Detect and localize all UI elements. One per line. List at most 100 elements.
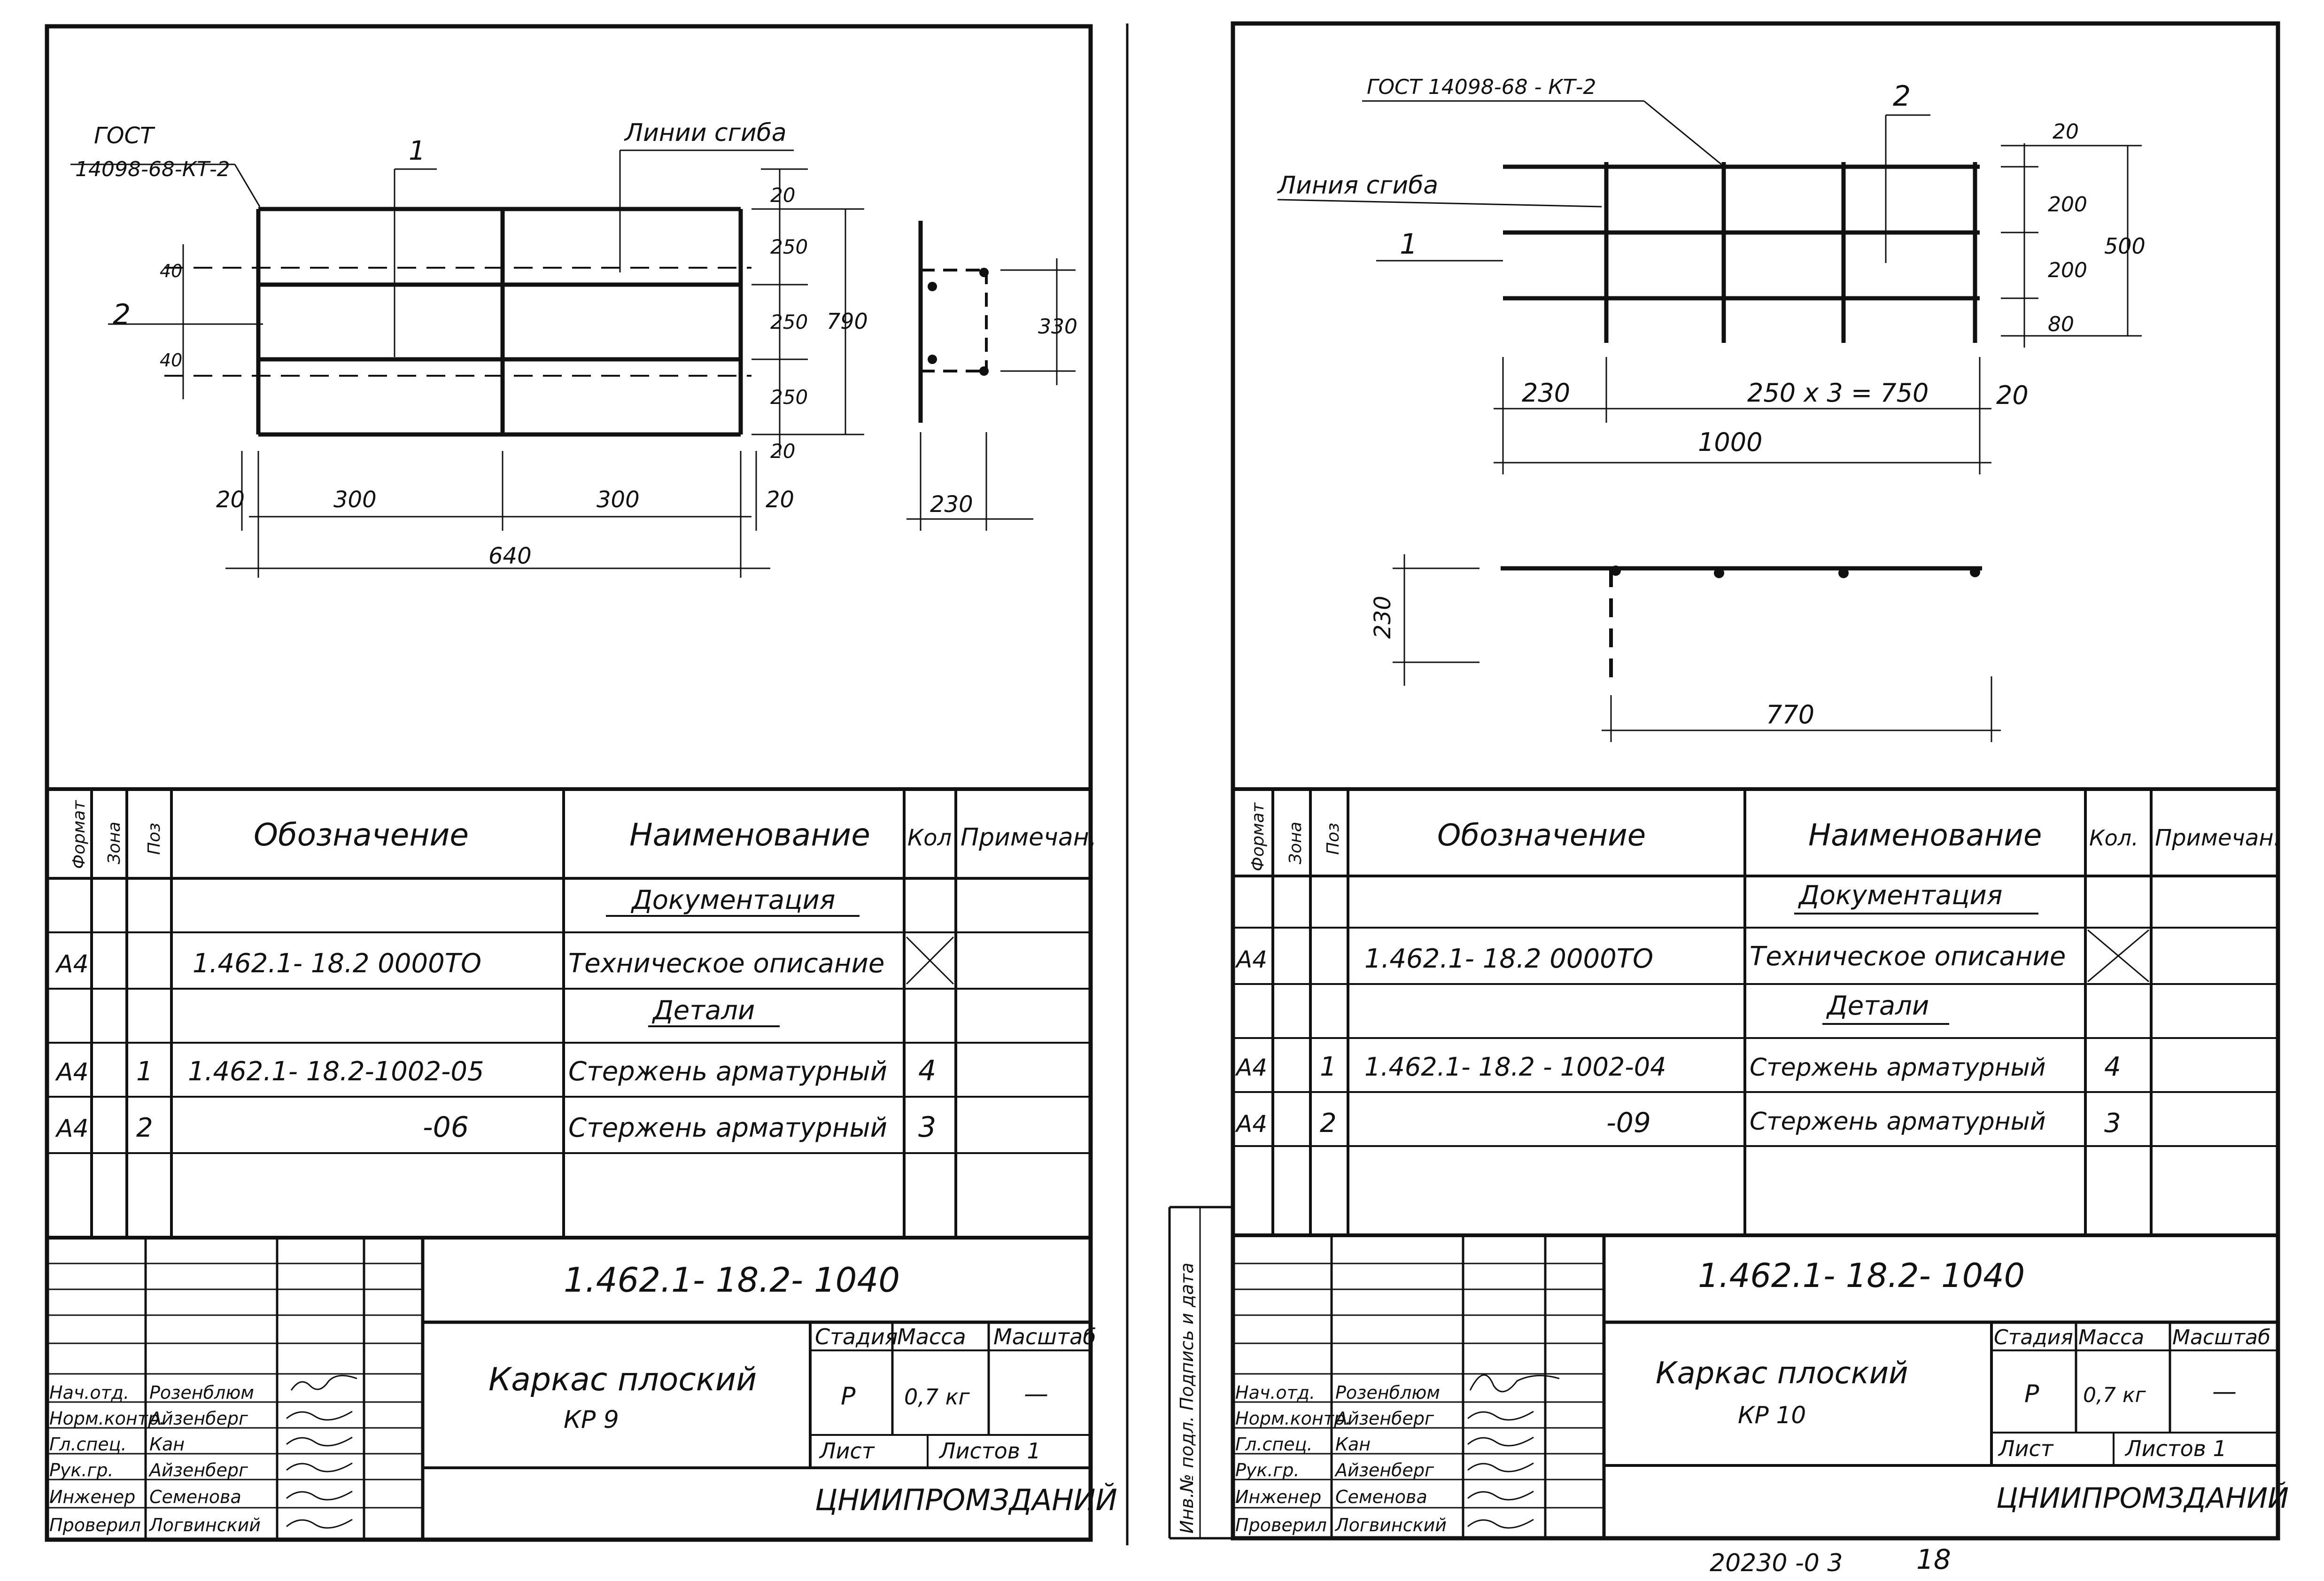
left-row2-format: А4 <box>55 1058 89 1086</box>
right-sheet-frame <box>1231 21 2280 1541</box>
right-dim-200-b: 200 <box>2048 258 2087 282</box>
right-title: Каркас плоский <box>1656 1356 1908 1391</box>
right-sheets-label: Листов 1 <box>2124 1436 2227 1461</box>
right-stage-label: Стадия <box>1994 1325 2073 1349</box>
left-header-name: Наименование <box>629 817 870 853</box>
left-signature-1 <box>290 1375 357 1391</box>
right-header-format: Формат <box>1248 802 1268 871</box>
left-signer-name-6: Логвинский <box>148 1515 261 1535</box>
right-row1-designation: 1.462.1- 18.2 0000ТО <box>1364 944 1653 974</box>
right-dim-200-a: 200 <box>2048 193 2087 217</box>
right-mass-value: 0,7 кг <box>2083 1383 2146 1407</box>
right-dim-230: 230 <box>1522 378 1570 408</box>
right-signer-role-6: Проверил <box>1235 1515 1327 1535</box>
left-sheets-label: Листов 1 <box>938 1438 1041 1464</box>
left-row1-designation: 1.462.1- 18.2 0000ТО <box>193 948 481 979</box>
right-header-qty: Кол. <box>2089 825 2138 851</box>
left-header-format: Формат <box>70 800 89 869</box>
left-title-block <box>46 1238 1091 1540</box>
left-dim-640: 640 <box>488 543 532 569</box>
left-row1-format: А4 <box>55 950 89 978</box>
left-sheet-frame <box>45 24 1093 1542</box>
right-header-note: Примечан. <box>2155 825 2281 851</box>
right-spec-table <box>1233 787 2278 1237</box>
left-signer-name-2: Айзенберг <box>148 1408 248 1429</box>
right-side-label: Инв.№ подл. Подпись и дата <box>1177 1263 1197 1534</box>
left-dim-250-c: 250 <box>770 386 808 409</box>
left-dim-20-left: 20 <box>216 487 245 513</box>
left-dim-40-b: 40 <box>160 350 182 371</box>
right-signer-role-3: Гл.спец. <box>1235 1434 1313 1455</box>
left-header-qty: Кол <box>907 825 952 851</box>
right-signer-role-1: Нач.отд. <box>1235 1382 1315 1403</box>
left-spec-table <box>47 787 1091 1240</box>
left-dim-330: 330 <box>1038 315 1077 339</box>
right-row3-format: А4 <box>1235 1110 1267 1138</box>
right-header-name: Наименование <box>1808 818 2042 853</box>
left-row3-designation: -06 <box>423 1111 469 1144</box>
right-sheet-label: Лист <box>1998 1436 2054 1461</box>
left-title: Каркас плоский <box>488 1361 757 1398</box>
right-header-pos: Поз <box>1324 823 1343 855</box>
right-pos1-label: 1 <box>1400 228 1418 261</box>
right-mass-label: Масса <box>2078 1325 2144 1349</box>
left-row3-format: А4 <box>55 1115 89 1143</box>
right-dim-20-right: 20 <box>1996 380 2029 410</box>
left-pos2-label: 2 <box>113 298 131 331</box>
left-header-designation: Обозначение <box>254 817 469 853</box>
right-side-strip <box>1168 1206 1233 1540</box>
left-subtitle: КР 9 <box>564 1406 619 1434</box>
left-dim-250-b: 250 <box>770 310 808 333</box>
left-dim-20-bottom: 20 <box>770 440 795 463</box>
left-row3-qty: 3 <box>918 1111 936 1144</box>
left-signer-name-4: Айзенберг <box>148 1460 248 1480</box>
left-header-pos: Поз <box>145 823 164 855</box>
left-signer-role-2: Норм.контр. <box>49 1408 165 1429</box>
left-gost-number: 14098-68-КТ-2 <box>75 157 230 181</box>
right-scale-label: Масштаб <box>2172 1325 2270 1349</box>
right-sheet: ГОСТ 14098-68 - КТ-2 Линия сгиба 1 2 20 … <box>1168 21 2289 1541</box>
right-bend-line-label: Линия сгиба <box>1277 171 1438 200</box>
left-org: ЦНИИПРОМЗДАНИЙ <box>815 1482 1117 1517</box>
left-mass-label: Масса <box>897 1324 966 1349</box>
left-dim-40-a: 40 <box>160 261 182 281</box>
right-dim-250x3: 250 х 3 = 750 <box>1747 378 1929 408</box>
left-signer-role-6: Проверил <box>49 1515 141 1535</box>
left-stage-value: Р <box>841 1382 856 1410</box>
footer-page-no: 18 <box>1916 1543 1951 1575</box>
left-row2-designation: 1.462.1- 18.2-1002-05 <box>188 1056 484 1087</box>
right-row3-designation: -09 <box>1606 1107 1651 1139</box>
left-mass-value: 0,7 кг <box>904 1384 970 1410</box>
footer-archive-no: 20230 -0 3 <box>1710 1549 1843 1577</box>
right-dim-80: 80 <box>2048 312 2074 336</box>
right-header-zone: Зона <box>1286 822 1305 864</box>
right-dim-side-230: 230 <box>1370 596 1396 639</box>
left-gost-label: ГОСТ <box>94 123 155 149</box>
left-sheet-label: Лист <box>819 1438 875 1464</box>
left-row2-pos: 1 <box>136 1056 153 1087</box>
right-dim-20-top: 20 <box>2053 120 2079 144</box>
left-row3-name: Стержень арматурный <box>568 1113 887 1143</box>
right-subtitle: КР 10 <box>1738 1402 1806 1429</box>
right-row1-name: Техническое описание <box>1750 941 2066 972</box>
right-signer-name-5: Семенова <box>1335 1487 1427 1507</box>
left-row3-pos: 2 <box>136 1113 153 1143</box>
right-signer-name-1: Розенблюм <box>1335 1382 1440 1403</box>
left-signer-name-1: Розенблюм <box>149 1382 254 1403</box>
left-dim-230: 230 <box>930 491 973 518</box>
left-dim-250-a: 250 <box>770 235 808 258</box>
right-signer-role-4: Рук.гр. <box>1235 1460 1300 1480</box>
right-signer-name-2: Айзенберг <box>1334 1408 1434 1429</box>
right-section-docs: Документация <box>1797 880 2002 911</box>
left-doc-code: 1.462.1- 18.2- 1040 <box>564 1260 900 1300</box>
right-row1-format: А4 <box>1235 946 1267 973</box>
left-dim-20-top: 20 <box>770 184 795 207</box>
right-org: ЦНИИПРОМЗДАНИЙ <box>1996 1481 2289 1515</box>
right-row3-name: Стержень арматурный <box>1750 1108 2046 1136</box>
left-signer-role-1: Нач.отд. <box>49 1382 129 1403</box>
right-frame-drawing <box>1277 100 2142 742</box>
right-row3-qty: 3 <box>2104 1108 2121 1139</box>
right-section-parts: Детали <box>1826 991 1929 1021</box>
left-dim-790: 790 <box>827 309 868 334</box>
right-signer-name-6: Логвинский <box>1334 1515 1447 1535</box>
